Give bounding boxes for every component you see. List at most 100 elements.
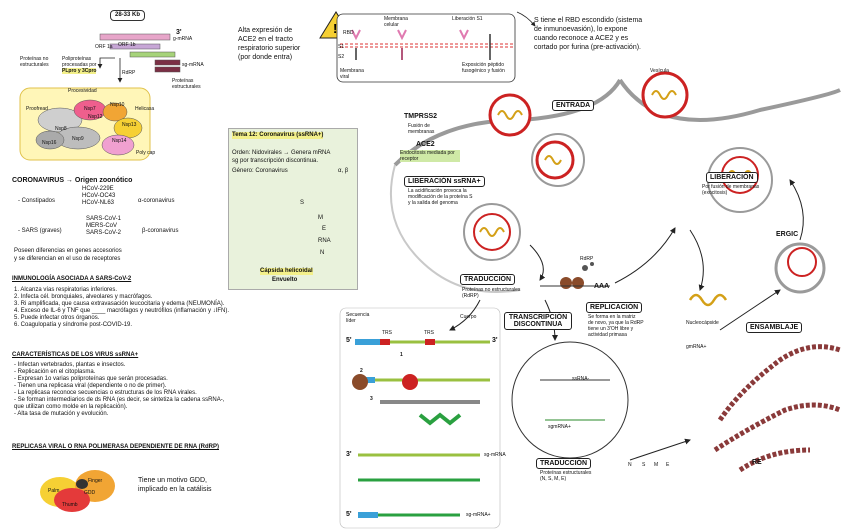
- alpha-label: α-coronavirus: [138, 198, 175, 204]
- rdrp-structure: [40, 470, 115, 512]
- replicase-text-2: implicado en la catálisis: [138, 486, 212, 493]
- polyproteins-enzymes: PLpro y 3Cpro: [62, 68, 97, 74]
- translation2-sub-line: Proteínas estructurales: [540, 470, 592, 476]
- five-prime-top: 5': [346, 337, 352, 344]
- step-1: 1: [400, 352, 403, 358]
- tmprss2-sub: Fusión de membranas: [408, 123, 435, 135]
- ssrna-sub-line: y la salida del genoma: [408, 200, 458, 206]
- sars-label: - SARS (graves): [18, 228, 62, 234]
- characteristics-title: CARACTERÍSTICAS DE LOS VIRUS ssRNA+: [12, 352, 139, 358]
- assembly-label: ENSAMBLAJE: [746, 322, 803, 333]
- nsp-capping: Poly cap: [136, 150, 156, 156]
- replication-label: REPLICACIÓN: [586, 302, 643, 313]
- grna-cycle-label: gmRNA+: [686, 344, 707, 350]
- rbd-text-line: cuando reconoce a ACE2 y es: [534, 35, 629, 42]
- domain-thumb: Thumb: [62, 502, 78, 508]
- polyproteins-label: Poliproteínas procesadas por: [62, 56, 97, 68]
- domain-palm: Palm: [48, 488, 60, 494]
- ace2-text-line: Alta expresión de: [238, 27, 293, 34]
- ace2-text-line: ACE2 en el tracto: [238, 36, 293, 43]
- nsp-processivity: Procesividad: [68, 88, 97, 94]
- trs-label-1: TRS: [382, 330, 392, 336]
- translation2-sub-line: (N, S, M, E): [540, 476, 567, 482]
- three-prime-mid: 3': [346, 451, 352, 458]
- translation1-label: TRADUCCIÓN: [460, 274, 516, 285]
- immunology-item: 2. Infecta cél. bronquiales, alveolares …: [14, 294, 153, 300]
- characteristics-item: - La replicasa reconoce secuencias o est…: [14, 390, 197, 396]
- replication-sub-line: de novo, ya que la RdRP: [588, 320, 644, 326]
- nsp-label-8: Nsp16: [42, 140, 57, 146]
- nonstructural-label: Proteínas no estructurales: [20, 56, 49, 68]
- three-prime-top: 3': [492, 337, 498, 344]
- genome-diagram: [97, 33, 181, 83]
- release-sub: Por fusión de membranas (exocitosis): [702, 184, 760, 196]
- theme-order: Orden: Nidovirales → Genera mRNA: [232, 150, 331, 156]
- replication-sub-line: actividad primasa: [588, 332, 627, 338]
- rbd-text-line: S tiene el RBD escondido (sistema: [534, 17, 643, 24]
- membrane-cell-label: Membrana celular: [384, 16, 408, 28]
- vesicle-label: Vesícula: [650, 68, 669, 74]
- part-rna: RNA: [318, 238, 331, 244]
- structural-label: Proteínas estructurales: [172, 78, 201, 90]
- er-membranes: [713, 344, 841, 473]
- virus-mers: MERS-CoV: [86, 223, 118, 229]
- domain-finger: Finger: [88, 478, 103, 484]
- part-e: E: [322, 226, 327, 232]
- sgrna-cycle-label: sgmRNA+: [548, 424, 571, 430]
- theme-genus-greek: α, β: [338, 168, 349, 174]
- characteristics-item: - Tienen una replicasa viral (dependient…: [14, 383, 167, 389]
- nsp-label-4: Nsp10: [110, 102, 125, 108]
- note-line2: y se diferencian en el uso de receptores: [14, 256, 121, 262]
- step-3: 3: [370, 396, 373, 402]
- trs-label-2: TRS: [424, 330, 434, 336]
- note-line1: Poseen diferencias en genes accesorios: [14, 248, 122, 254]
- ace2-text-line: (por donde entra): [238, 54, 293, 61]
- part-s: S: [300, 200, 305, 206]
- virus-oc43: HCoV-OC43: [82, 193, 116, 199]
- replication-sub-line: Se forma en la matriz: [588, 314, 636, 320]
- theme-panel: [228, 128, 358, 290]
- virus-sars1: SARS-CoV-1: [86, 216, 122, 222]
- ssrna-sub-line: La acidificación provoca la: [408, 188, 467, 194]
- rdrp-label-genome: RdRP: [122, 70, 136, 76]
- entry-mechanism-box: [336, 13, 516, 83]
- nsp-label-6: Nsp13: [122, 122, 137, 128]
- domain-gdd: GDD: [84, 490, 96, 496]
- nsp-proofreading: Proofread: [26, 106, 48, 112]
- virus-nl63: HCoV-NL63: [82, 200, 115, 206]
- sgmrna-label: sg-mRNA: [182, 62, 204, 68]
- envelope-label: Envuelto: [272, 277, 298, 283]
- immunology-item: 5. Puede infectar otros órganos.: [14, 315, 100, 321]
- theme-order-2: sg por transcripción discontinua.: [232, 158, 319, 164]
- replication-circle: [511, 341, 629, 459]
- rdrp-cycle-label: RdRP: [580, 256, 594, 262]
- translation2-sub: Proteínas estructurales (N, S, M, E): [540, 470, 591, 482]
- replication-sub-line: tiene un 3'OH libre y: [588, 326, 634, 332]
- release-label: LIBERACIÓN: [706, 172, 758, 183]
- ssrna-release-label: LIBERACIÓN ssRNA+: [404, 176, 485, 187]
- ace2-label: ACE2: [416, 141, 435, 148]
- nsp-label-1: Nsp8: [55, 126, 67, 132]
- sg-label-bottom: sg-mRNA+: [466, 512, 491, 518]
- body-label: Cuerpo: [460, 314, 477, 320]
- ace2-sub: Endocitosis mediada por receptor: [400, 150, 460, 162]
- ssrna-sub-line: modificación de la proteína S: [408, 194, 473, 200]
- orf1b-label: ORF 1b: [118, 42, 136, 48]
- aaa-label: AAA: [594, 283, 610, 290]
- discontinuous-transcription-box: [339, 307, 501, 529]
- immunology-list: 1. Alcanza vías respiratorias inferiores…: [14, 287, 229, 329]
- entrada-label: ENTRADA: [552, 100, 595, 111]
- characteristics-item: - Infectan vertebrados, plantas e insect…: [14, 362, 126, 368]
- rbd-text-line: cortado por furina (pre-activación).: [534, 44, 641, 51]
- characteristics-item: que utilizan como molde en la replicació…: [14, 404, 128, 410]
- characteristics-list: - Infectan vertebrados, plantas e insect…: [14, 362, 224, 418]
- rbd-text: S tiene el RBD escondido (sistema de inm…: [534, 16, 642, 52]
- protein-m: M: [654, 462, 659, 468]
- rdrp-translation: [540, 262, 610, 289]
- rbd-label: RBD: [343, 30, 354, 36]
- discontinuous-label: TRANSCRIPCIÓN DISCONTINUA: [504, 312, 572, 330]
- characteristics-item: - Alta tasa de mutación y evolución.: [14, 411, 109, 417]
- part-m: M: [318, 215, 323, 221]
- replicase-text-1: Tiene un motivo GDD,: [138, 477, 207, 484]
- characteristics-item: - Replicación en el citoplasma.: [14, 369, 96, 375]
